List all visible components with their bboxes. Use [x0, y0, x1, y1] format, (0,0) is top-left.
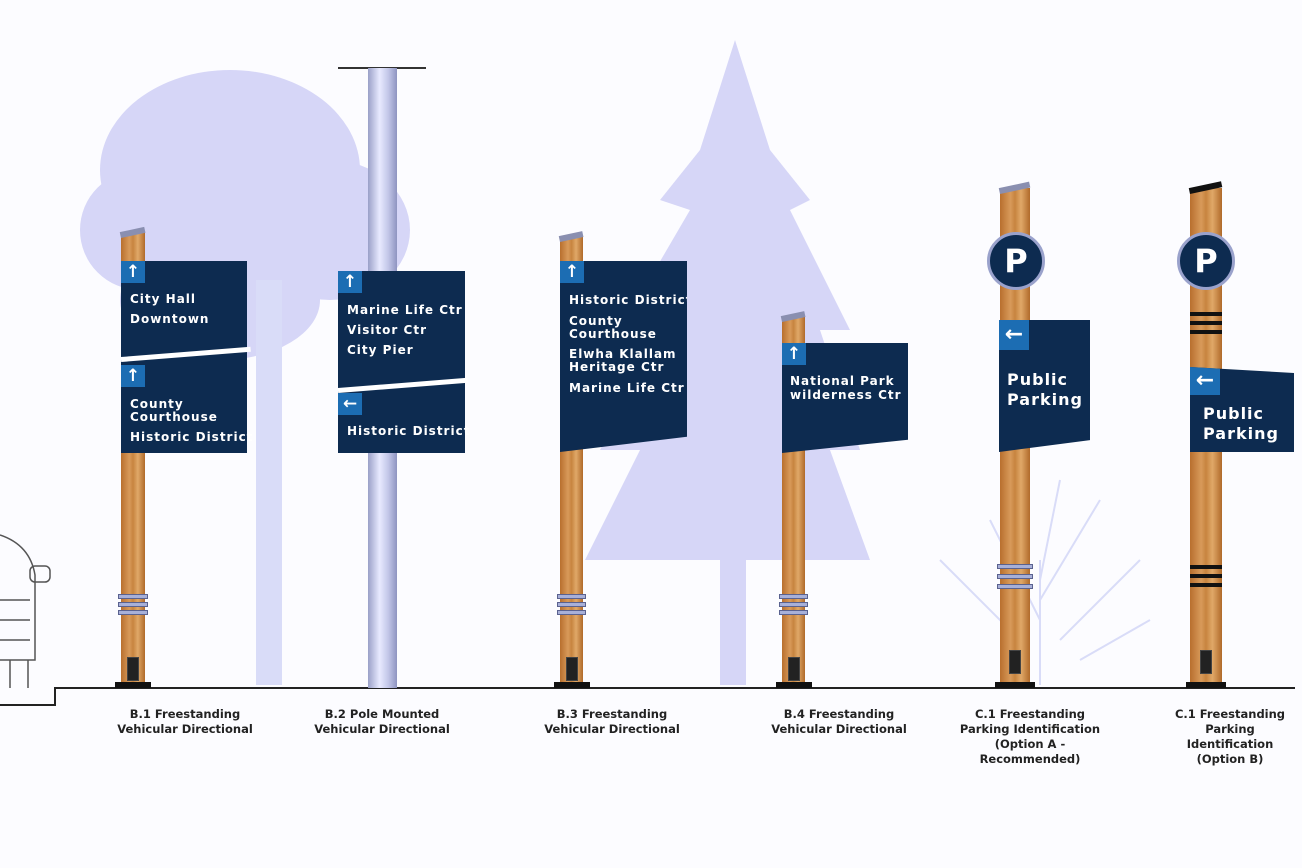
caption: B.4 Freestanding Vehicular Directional — [739, 707, 939, 737]
ring — [557, 602, 586, 607]
caption-line: B.3 Freestanding — [556, 707, 668, 721]
arrow-left-icon: ← — [999, 320, 1029, 350]
shrub — [939, 479, 1151, 685]
caption: C.1 Freestanding Parking Identification … — [955, 707, 1105, 767]
ring — [118, 602, 148, 607]
directional-panel: ↑ Marine Life Ctr Visitor Ctr City Pier … — [337, 271, 469, 453]
directional-panel: ↑ City Hall Downtown ↑ County Courthouse… — [120, 261, 252, 453]
directional-panel: ↑ National Park wilderness Ctr — [782, 343, 908, 453]
destination: City Pier — [347, 343, 414, 357]
destination: Historic District — [569, 293, 693, 307]
panel-divider — [337, 377, 468, 393]
panel-text: Public — [1007, 370, 1069, 389]
ring — [779, 602, 808, 607]
caption-line: B.2 Pole Mounted — [324, 707, 440, 721]
destination: Elwha Klallam — [569, 347, 677, 361]
band — [1190, 583, 1222, 587]
ring — [997, 584, 1033, 589]
base-plate — [776, 682, 812, 688]
base-plate — [1186, 682, 1226, 688]
base-bracket — [788, 657, 800, 681]
caption-line: (Option A - Recommended) — [979, 737, 1081, 766]
band — [1190, 330, 1222, 334]
band — [1190, 312, 1222, 316]
caption-line: Parking Identification — [1186, 722, 1274, 751]
ring — [779, 610, 808, 615]
caption-line: Vehicular Directional — [771, 722, 907, 736]
car-outline — [0, 534, 51, 688]
panel-text: Parking — [1007, 390, 1083, 409]
destination: County — [130, 397, 184, 411]
caption-line: Vehicular Directional — [544, 722, 680, 736]
caption-line: C.1 Freestanding — [1174, 707, 1286, 721]
caption-line: (Option B) — [1196, 752, 1264, 766]
caption-line: Parking Identification — [959, 722, 1101, 736]
base-bracket — [127, 657, 139, 681]
ring — [997, 564, 1033, 569]
destination: wilderness Ctr — [790, 388, 902, 402]
arrow-left-icon: ← — [1190, 367, 1220, 395]
caption-line: B.1 Freestanding — [129, 707, 241, 721]
base-bracket — [566, 657, 578, 681]
caption: B.3 Freestanding Vehicular Directional — [512, 707, 712, 737]
caption: B.2 Pole Mounted Vehicular Directional — [282, 707, 482, 737]
arrow-up-icon: ↑ — [121, 261, 145, 283]
ring — [557, 594, 586, 599]
destination: Historic District — [347, 424, 471, 438]
parking-panel: ← Public Parking — [1190, 367, 1294, 452]
base-bracket — [1200, 650, 1212, 674]
destination: Heritage Ctr — [569, 360, 665, 374]
ring — [118, 610, 148, 615]
base-plate — [995, 682, 1035, 688]
destination: Marine Life Ctr — [347, 303, 463, 317]
arrow-left-icon: ← — [338, 393, 362, 415]
destination: County — [569, 314, 623, 328]
caption-line: C.1 Freestanding — [974, 707, 1086, 721]
destination: Visitor Ctr — [347, 323, 427, 337]
destination: Courthouse — [130, 410, 218, 424]
parking-p-icon: P — [1177, 232, 1235, 290]
caption-line: Vehicular Directional — [314, 722, 450, 736]
caption: C.1 Freestanding Parking Identification … — [1160, 707, 1300, 767]
arrow-up-icon: ↑ — [782, 343, 806, 365]
destination: Marine Life Ctr — [569, 381, 685, 395]
destination: Downtown — [130, 312, 210, 326]
destination: National Park — [790, 374, 895, 388]
parking-panel: ← Public Parking — [999, 320, 1090, 452]
panel-divider — [120, 346, 251, 362]
caption-line: B.4 Freestanding — [783, 707, 895, 721]
parking-p-icon: P — [987, 232, 1045, 290]
destination: City Hall — [130, 292, 197, 306]
band — [1190, 321, 1222, 325]
directional-panel: ↑ Historic District County Courthouse El… — [560, 261, 687, 452]
arrow-up-icon: ↑ — [338, 271, 362, 293]
destination: Historic District — [130, 430, 254, 444]
base-plate — [554, 682, 590, 688]
ring — [118, 594, 148, 599]
base-bracket — [1009, 650, 1021, 674]
destination: Courthouse — [569, 327, 657, 341]
caption-line: Vehicular Directional — [117, 722, 253, 736]
panel-text: Public — [1203, 404, 1265, 423]
ring — [557, 610, 586, 615]
arrow-up-icon: ↑ — [121, 365, 145, 387]
base-plate — [115, 682, 151, 688]
ring — [997, 574, 1033, 579]
caption: B.1 Freestanding Vehicular Directional — [85, 707, 285, 737]
band — [1190, 565, 1222, 569]
ring — [779, 594, 808, 599]
band — [1190, 574, 1222, 578]
ground-line — [0, 687, 1295, 706]
arrow-up-icon: ↑ — [560, 261, 584, 283]
panel-text: Parking — [1203, 424, 1279, 443]
